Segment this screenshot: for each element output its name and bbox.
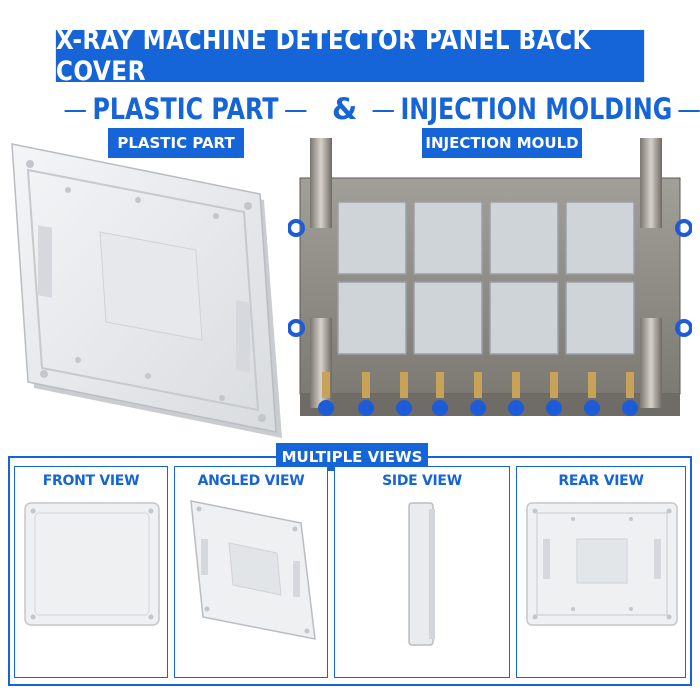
tag-plastic-part: PLASTIC PART xyxy=(108,128,244,158)
decor-dash xyxy=(285,110,307,112)
headline-right-text: INJECTION MOLDING xyxy=(400,92,673,126)
rear-view-image xyxy=(526,502,678,626)
headline-left-text: PLASTIC PART xyxy=(92,92,279,126)
view-title-front: FRONT VIEW xyxy=(42,473,140,489)
decor-dash xyxy=(678,110,700,112)
page-title: X-RAY MACHINE DETECTOR PANEL BACK COVER xyxy=(55,25,645,87)
headline-plastic-part: PLASTIC PART xyxy=(58,92,313,126)
headline-injection-molding: INJECTION MOLDING xyxy=(366,92,700,126)
side-view-image xyxy=(408,502,435,646)
view-title-side: SIDE VIEW xyxy=(382,473,462,489)
plastic-part-image xyxy=(11,143,282,438)
view-panel-angled: ANGLED VIEW xyxy=(174,466,328,678)
decor-dash xyxy=(64,110,86,112)
injection-mould-image xyxy=(288,138,692,416)
view-panel-side: SIDE VIEW xyxy=(334,466,510,678)
headline-ampersand: & xyxy=(332,92,358,126)
front-view-image xyxy=(24,502,160,626)
view-panel-front: FRONT VIEW xyxy=(14,466,168,678)
decor-dash xyxy=(372,110,394,112)
tag-injection-mould: INJECTION MOULD xyxy=(422,128,582,158)
view-title-angled: ANGLED VIEW xyxy=(197,473,305,489)
view-panel-rear: REAR VIEW xyxy=(516,466,686,678)
view-title-rear: REAR VIEW xyxy=(558,473,644,489)
angled-view-image xyxy=(190,500,316,640)
